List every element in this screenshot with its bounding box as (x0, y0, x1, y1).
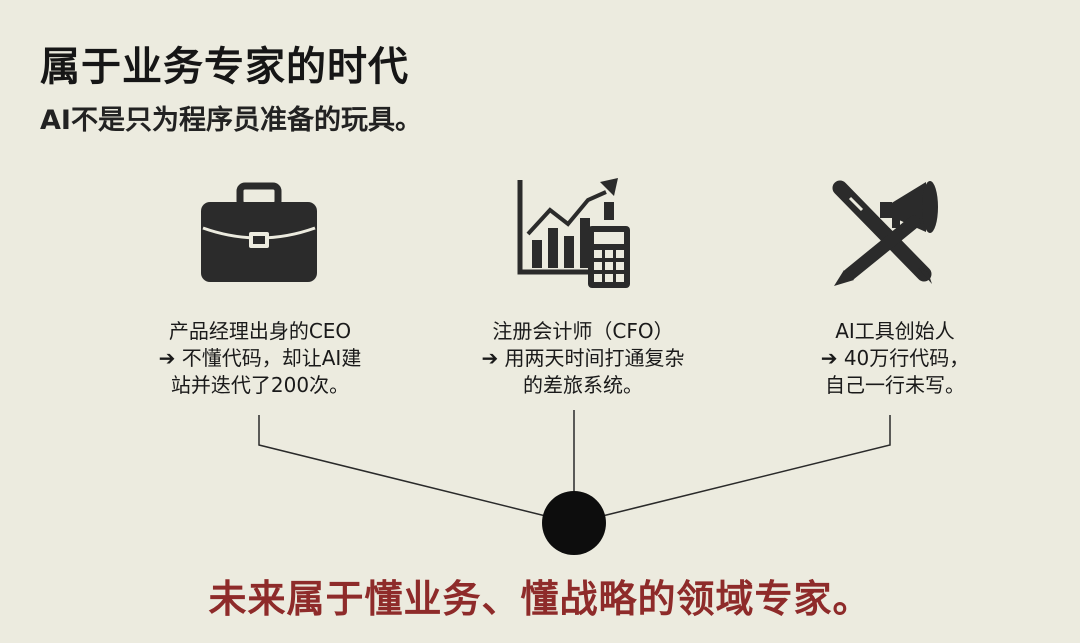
item-caption-cfo: 注册会计师（CFO） ➔ 用两天时间打通复杂 的差旅系统。 (448, 318, 718, 399)
caption-line: AI工具创始人 (835, 319, 955, 343)
item-caption-founder: AI工具创始人 ➔ 40万行代码， 自己一行未写。 (760, 318, 1030, 399)
page-title: 属于业务专家的时代 (40, 43, 409, 90)
caption-line: ➔ 40万行代码， (820, 346, 970, 370)
caption-line: 自己一行未写。 (825, 373, 965, 397)
caption-line: ➔ 不懂代码，却让AI建 (158, 346, 362, 370)
page-subtitle: AI不是只为程序员准备的玩具。 (40, 105, 422, 136)
caption-line: ➔ 用两天时间打通复杂 (481, 346, 685, 370)
caption-line: 站并迭代了200次。 (170, 373, 350, 397)
caption-line: 的差旅系统。 (523, 373, 643, 397)
conclusion-text: 未来属于懂业务、懂战略的领域专家。 (208, 576, 872, 621)
caption-line: 注册会计师（CFO） (492, 319, 674, 343)
connector-line-left (258, 415, 575, 524)
pen-megaphone-icon (832, 180, 938, 286)
item-caption-ceo: 产品经理出身的CEO ➔ 不懂代码，却让AI建 站并迭代了200次。 (125, 318, 395, 399)
connector-line-right (573, 415, 891, 524)
caption-line: 产品经理出身的CEO (168, 319, 352, 343)
briefcase-icon (201, 182, 317, 282)
chart-calculator-icon (517, 178, 630, 288)
center-dot (542, 491, 606, 555)
